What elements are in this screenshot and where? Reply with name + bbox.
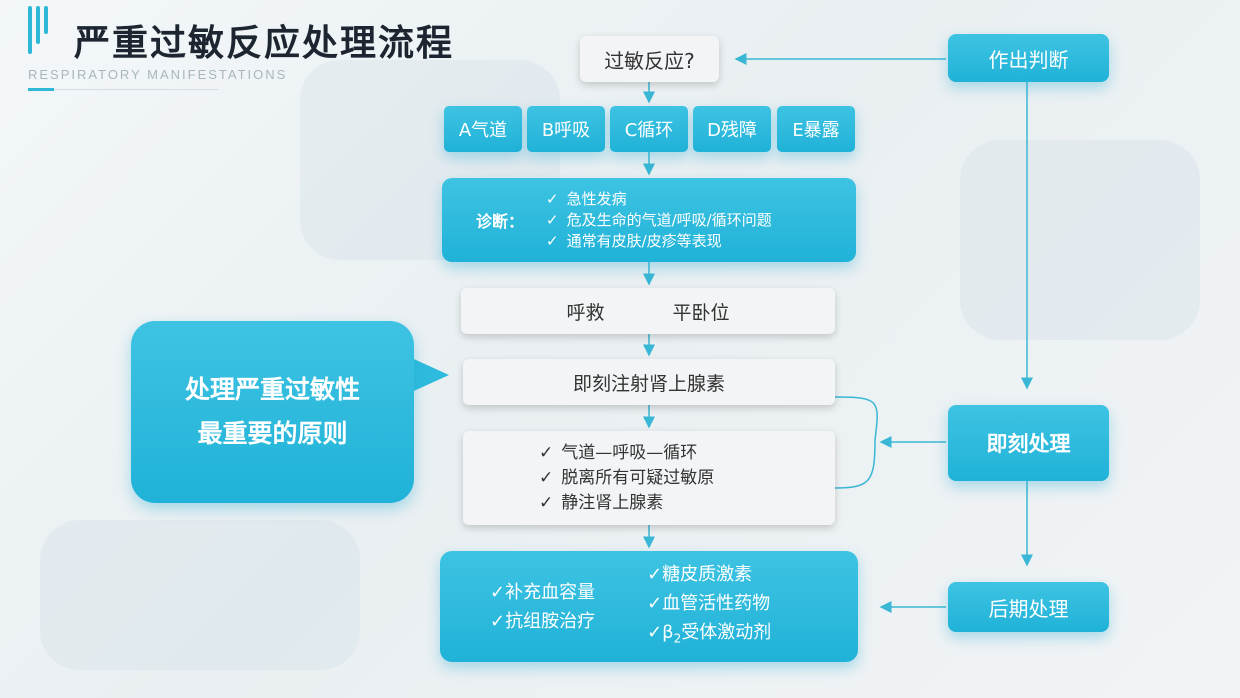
judge-box: 作出判断	[948, 34, 1109, 82]
call-for-help-text: 呼救	[566, 301, 605, 324]
allergy-question-box: 过敏反应?	[580, 36, 719, 82]
rescue-box: 呼救 平卧位	[461, 288, 835, 334]
care-item: ✓脱离所有可疑过敏原	[539, 467, 715, 488]
check-icon: ✓	[539, 492, 554, 513]
abcde-disability-box: D残障	[693, 106, 771, 152]
background-shape	[40, 520, 360, 670]
treatment-item-beta: ✓β2受体激动剂	[647, 621, 772, 646]
treatment-item: ✓抗组胺治疗	[490, 610, 596, 632]
treatment-item: ✓补充血容量	[490, 581, 596, 603]
supine-position-text: 平卧位	[672, 301, 730, 324]
callout-line: 最重要的原则	[197, 419, 348, 448]
abcde-airway-box: A气道	[444, 106, 522, 152]
diagnosis-item: ✓急性发病	[546, 189, 627, 208]
check-icon: ✓	[539, 467, 554, 488]
diagnosis-label: 诊断：	[476, 212, 525, 231]
subtitle-accent-bar	[28, 88, 54, 91]
later-treatment-col1: ✓补充血容量 ✓抗组胺治疗	[490, 578, 595, 636]
care-item: ✓气道—呼吸—循环	[539, 442, 698, 463]
background-shape	[960, 140, 1200, 340]
check-icon: ✓	[546, 231, 559, 250]
later-treatment-label-box: 后期处理	[948, 582, 1109, 632]
abcde-circulation-box: C循环	[610, 106, 688, 152]
care-item: ✓静注肾上腺素	[539, 492, 664, 513]
diagnosis-list: ✓急性发病 ✓危及生命的气道/呼吸/循环问题 ✓通常有皮肤/皮疹等表现	[546, 189, 772, 252]
treatment-item: ✓血管活性药物	[647, 592, 771, 614]
subtitle-divider	[28, 89, 218, 90]
check-icon: ✓	[546, 210, 559, 229]
abcde-exposure-box: E暴露	[777, 106, 855, 152]
callout-line: 处理严重过敏性	[184, 375, 360, 404]
treatment-item: ✓糖皮质激素	[647, 563, 753, 585]
diagnosis-item: ✓危及生命的气道/呼吸/循环问题	[546, 210, 772, 229]
immediate-treatment-box: 即刻处理	[948, 405, 1109, 481]
check-icon: ✓	[539, 442, 554, 463]
principle-callout: 处理严重过敏性 最重要的原则	[131, 321, 414, 503]
diagnosis-box: 诊断： ✓急性发病 ✓危及生命的气道/呼吸/循环问题 ✓通常有皮肤/皮疹等表现	[442, 178, 856, 262]
check-icon: ✓	[546, 189, 559, 208]
later-treatment-col2: ✓糖皮质激素 ✓血管活性药物 ✓β2受体激动剂	[647, 560, 771, 654]
abcde-breathing-box: B呼吸	[527, 106, 605, 152]
later-treatment-box: ✓补充血容量 ✓抗组胺治疗 ✓糖皮质激素 ✓血管活性药物 ✓β2受体激动剂	[440, 551, 858, 662]
page-subtitle: RESPIRATORY MANIFESTATIONS	[28, 67, 288, 82]
diagnosis-item: ✓通常有皮肤/皮疹等表现	[546, 231, 722, 250]
epinephrine-box: 即刻注射肾上腺素	[463, 359, 835, 405]
page-title: 严重过敏反应处理流程	[74, 23, 455, 64]
immediate-care-box: ✓气道—呼吸—循环 ✓脱离所有可疑过敏原 ✓静注肾上腺素	[463, 431, 835, 525]
